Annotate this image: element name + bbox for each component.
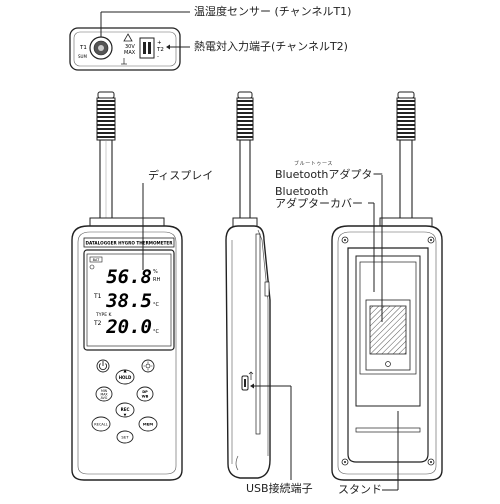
minus-mark: - <box>157 54 159 60</box>
top-view-device: T1 SUM 30V MAX + T2 - <box>69 27 181 71</box>
front-header-text: DATALOGGER HYGRO THERMOMETER <box>85 241 173 246</box>
clock-icon <box>89 264 95 270</box>
rh-unit-percent: % <box>153 269 158 275</box>
sum-mark: SUM <box>78 54 87 59</box>
svg-text:MAX: MAX <box>100 393 108 397</box>
max-voltage-mark: 30V <box>125 44 135 50</box>
label-thermocouple-t2: 熱電対入力端子(チャンネルT2) <box>194 40 348 53</box>
probe-grill <box>96 97 116 141</box>
label-bt-ruby: ブルートゥース <box>294 161 333 167</box>
label-bt-cover-2: アダプターカバー <box>275 197 363 210</box>
max-mark: MAX <box>124 50 136 56</box>
t1-value: 38.5 <box>105 290 152 312</box>
rh-value: 56.8 <box>106 266 152 288</box>
t2-mark: T2 <box>156 47 164 53</box>
lcd-screen <box>86 253 172 347</box>
rec-button[interactable] <box>115 402 135 418</box>
set-label: SET <box>121 435 129 440</box>
rh-unit: RH <box>153 277 160 283</box>
usb-icon <box>248 371 254 380</box>
bt-adapter <box>369 305 407 355</box>
svg-text:DP: DP <box>142 390 148 394</box>
label-bt-cover-1: Bluetooth <box>275 185 329 198</box>
hold-label: HOLD <box>119 375 132 380</box>
dp-wb-button[interactable] <box>136 386 154 402</box>
label-display: ディスプレイ <box>148 169 214 182</box>
t2-value: 20.0 <box>105 316 152 338</box>
t1-label: T1 <box>93 293 102 300</box>
type-label: TYPE K <box>95 312 112 318</box>
backlight-button[interactable] <box>141 359 155 373</box>
set-button[interactable] <box>116 430 134 444</box>
min-max-button[interactable] <box>95 386 113 402</box>
power-icon <box>98 363 108 371</box>
t1-mark: T1 <box>79 45 87 51</box>
label-bt-adapter: Bluetoothアダプター <box>275 168 384 181</box>
svg-text:▼: ▼ <box>124 413 127 417</box>
hold-button[interactable] <box>115 369 135 385</box>
recall-button[interactable] <box>91 416 111 432</box>
t2-label: T2 <box>93 320 102 327</box>
label-usb: USB接続端子 <box>246 482 313 495</box>
plus-mark: + <box>157 40 162 46</box>
t2-unit: °C <box>153 329 160 335</box>
svg-text:▲: ▲ <box>123 368 127 373</box>
mem-button[interactable] <box>138 416 158 432</box>
bat-indicator: BAT <box>93 258 101 262</box>
warning-icon <box>123 33 133 42</box>
side-body <box>225 225 271 479</box>
label-stand: スタンド <box>338 483 382 496</box>
svg-text:WB: WB <box>142 395 149 399</box>
mem-label: MEM <box>143 422 153 427</box>
rec-label: REC <box>121 407 130 412</box>
recall-label: RECALL <box>94 423 107 427</box>
label-sensor-t1: 温湿度センサー (チャンネルT1) <box>194 5 352 18</box>
t1-unit: °C <box>153 302 160 308</box>
light-icon <box>145 363 151 369</box>
thermocouple-port <box>139 37 155 59</box>
back-device <box>331 91 443 481</box>
svg-text:AVG: AVG <box>101 396 108 400</box>
svg-text:MIN: MIN <box>101 389 108 393</box>
front-device: DATALOGGER HYGRO THERMOMETER BAT 56.8 % … <box>71 91 183 481</box>
side-device <box>225 91 271 479</box>
